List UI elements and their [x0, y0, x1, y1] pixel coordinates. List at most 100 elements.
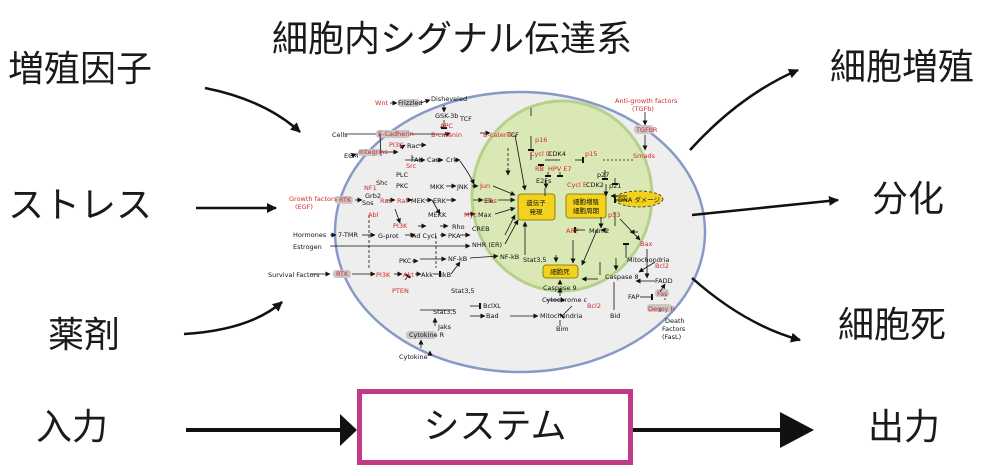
- svg-text:Bim: Bim: [556, 325, 569, 333]
- svg-text:RTK: RTK: [336, 270, 349, 278]
- svg-text:Survival Factors: Survival Factors: [268, 271, 320, 279]
- svg-text:TCF: TCF: [506, 131, 519, 139]
- svg-text:Cycl E: Cycl E: [567, 181, 587, 189]
- svg-text:Crk: Crk: [446, 156, 457, 164]
- svg-text:Caspase 9: Caspase 9: [543, 284, 577, 292]
- svg-text:(FasL): (FasL): [662, 333, 681, 341]
- rtk-capsule: [335, 196, 353, 204]
- output-label: 出力: [868, 407, 941, 448]
- svg-text:細胞死: 細胞死: [550, 267, 570, 276]
- svg-text:Cytokine: Cytokine: [399, 353, 428, 361]
- svg-text:Shc: Shc: [376, 179, 388, 187]
- svg-text:PKC: PKC: [396, 182, 409, 190]
- svg-text:DNA ダメージ: DNA ダメージ: [618, 195, 661, 204]
- svg-text:Abl: Abl: [368, 211, 379, 219]
- input-drug: 薬剤: [48, 315, 121, 356]
- arrow-head-output: [780, 412, 814, 448]
- svg-text:Cytochrome c: Cytochrome c: [542, 296, 588, 304]
- yellow-box-labels: 遺伝子 発現 細胞増殖 細胞周期 細胞死 DNA ダメージ: [526, 195, 660, 276]
- input-label: 入力: [36, 407, 109, 448]
- svg-text:PLC: PLC: [396, 171, 409, 179]
- output-arrow-differentiation: [691, 195, 839, 217]
- output-proliferation: 細胞増殖: [830, 47, 975, 88]
- svg-text:Integrins: Integrins: [359, 148, 388, 156]
- input-arrow-growth-factor: [204, 86, 301, 133]
- fas-capsule: [655, 289, 669, 297]
- svg-text:PKC: PKC: [399, 257, 412, 265]
- svg-text:PKA: PKA: [448, 232, 461, 240]
- gene-expression-box: [517, 193, 556, 221]
- output-arrow-death: [691, 277, 801, 343]
- input-stress: ストレス: [8, 185, 153, 226]
- svg-text:Stat3,5: Stat3,5: [523, 256, 547, 264]
- svg-text:Myc: Myc: [464, 211, 477, 219]
- svg-text:(TGFb): (TGFb): [632, 105, 654, 113]
- svg-text:発現: 発現: [530, 207, 544, 216]
- svg-text:Estrogen: Estrogen: [293, 243, 322, 251]
- svg-text:Jaks: Jaks: [437, 323, 452, 331]
- svg-text:APC: APC: [440, 122, 453, 130]
- svg-text:NF1: NF1: [364, 184, 377, 192]
- svg-text:Bad: Bad: [486, 312, 499, 320]
- tgfbr-capsule: [634, 125, 654, 134]
- svg-text:Disheveled: Disheveled: [431, 95, 467, 103]
- svg-text:Max: Max: [478, 211, 492, 219]
- svg-text:NF-kB: NF-kB: [500, 253, 519, 261]
- svg-text:Mdm2: Mdm2: [589, 227, 609, 235]
- svg-text:MKK: MKK: [430, 183, 445, 191]
- svg-text:FAP: FAP: [628, 293, 640, 301]
- svg-text:7-TMR: 7-TMR: [338, 231, 358, 239]
- svg-text:CDK2: CDK2: [586, 181, 604, 189]
- svg-text:Frizzled: Frizzled: [398, 99, 423, 107]
- svg-text:PI3K: PI3K: [393, 222, 408, 230]
- svg-text:Src: Src: [406, 162, 417, 170]
- svg-text:Bcl2: Bcl2: [587, 302, 601, 310]
- svg-text:Cas: Cas: [427, 156, 440, 164]
- svg-text:Fas: Fas: [657, 290, 668, 298]
- frizzled-capsule: [398, 99, 420, 107]
- svg-text:Wnt: Wnt: [375, 99, 389, 107]
- system-label: システム: [423, 406, 567, 447]
- input-growth-factor: 増殖因子: [8, 49, 153, 90]
- svg-text:CREB: CREB: [472, 225, 490, 233]
- svg-text:Akk: Akk: [421, 271, 433, 279]
- svg-text:p15: p15: [585, 150, 597, 158]
- svg-text:Stat3,5: Stat3,5: [433, 308, 457, 316]
- svg-text:Factors: Factors: [662, 325, 686, 333]
- pathway-connectors: [310, 98, 666, 356]
- diagram-title: 細胞内シグナル伝達系: [272, 19, 633, 60]
- svg-text:p16: p16: [535, 136, 547, 144]
- svg-text:細胞周期: 細胞周期: [573, 206, 600, 215]
- svg-text:Anti-growth factors: Anti-growth factors: [615, 97, 678, 105]
- svg-text:p27: p27: [597, 171, 609, 179]
- svg-text:TGFbR: TGFbR: [635, 126, 658, 134]
- svg-text:Bax: Bax: [640, 240, 652, 248]
- svg-text:Akt: Akt: [403, 271, 414, 279]
- svg-text:HPV E7: HPV E7: [548, 165, 572, 173]
- svg-text:NF-kB: NF-kB: [448, 255, 467, 263]
- svg-text:Ras: Ras: [380, 197, 392, 205]
- svg-text:G-prot: G-prot: [378, 232, 399, 240]
- svg-text:Sos: Sos: [362, 199, 374, 207]
- svg-text:FAK: FAK: [411, 156, 424, 164]
- svg-text:E-Cadherin: E-Cadherin: [378, 130, 414, 138]
- svg-text:Raf: Raf: [397, 197, 408, 205]
- svg-text:Rac: Rac: [407, 142, 419, 150]
- svg-text:TCF: TCF: [459, 115, 472, 123]
- svg-text:B-catenin: B-catenin: [431, 131, 462, 139]
- svg-text:Cells: Cells: [332, 131, 348, 139]
- svg-text:RTK: RTK: [339, 196, 352, 204]
- svg-text:Hormones: Hormones: [293, 231, 327, 239]
- svg-text:NHR (ER): NHR (ER): [472, 241, 502, 249]
- svg-text:PI3K: PI3K: [376, 271, 391, 279]
- svg-text:GSK-3b: GSK-3b: [435, 112, 458, 120]
- svg-text:BclXL: BclXL: [483, 302, 501, 310]
- svg-text:Cytokine R: Cytokine R: [409, 331, 445, 339]
- svg-text:Mitochondria: Mitochondria: [540, 312, 582, 320]
- ecad-capsule: [376, 130, 410, 138]
- system-box: システム: [357, 389, 633, 465]
- svg-text:Death: Death: [665, 317, 685, 325]
- svg-text:CDK4: CDK4: [548, 150, 566, 158]
